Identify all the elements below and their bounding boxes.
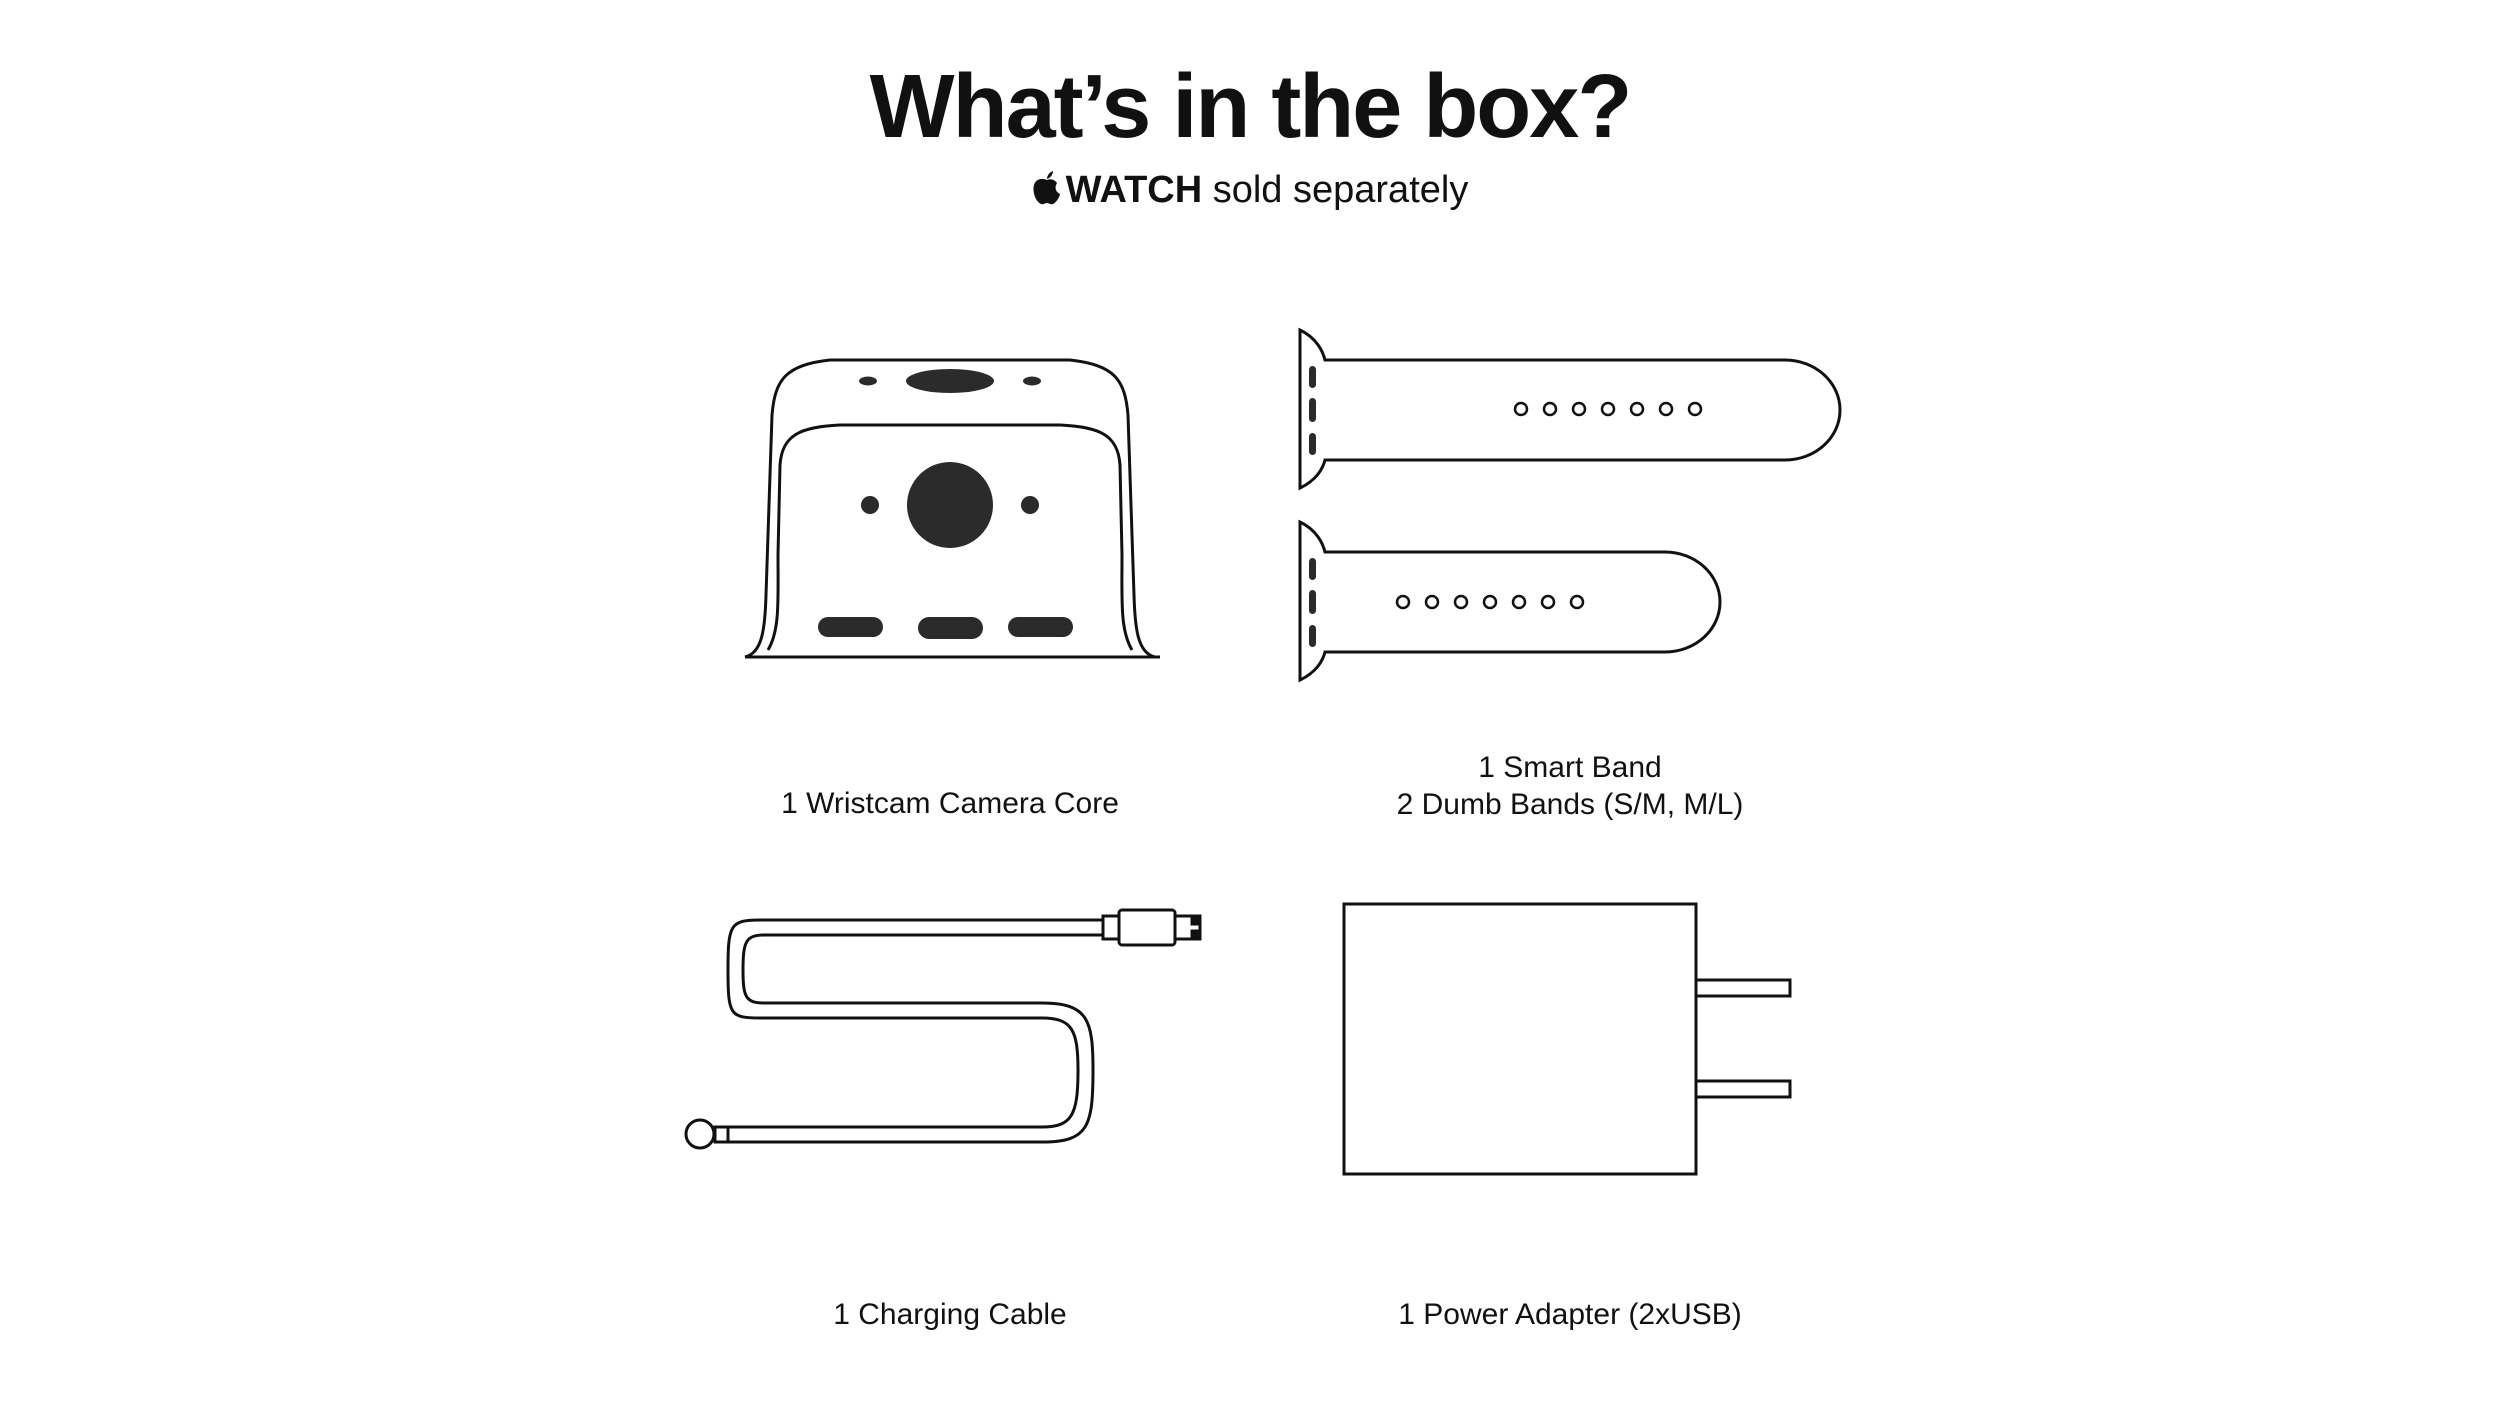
bands-caption-line1: 1 Smart Band [1478, 751, 1662, 784]
camera-core-caption: 1 Wristcam Camera Core [781, 787, 1119, 820]
bands-caption: 1 Smart Band 2 Dumb Bands (S/M, M/L) [1340, 749, 1800, 823]
bands-caption-line2: 2 Dumb Bands (S/M, M/L) [1396, 788, 1744, 821]
camera-core-icon [744, 358, 1160, 659]
adapter-caption: 1 Power Adapter (2xUSB) [1398, 1298, 1742, 1331]
watch-band-icon [1298, 327, 1842, 683]
cable-caption: 1 Charging Cable [833, 1298, 1067, 1331]
power-adapter-icon [1342, 902, 1792, 1176]
apple-logo-icon [1033, 171, 1060, 205]
subtitle-brand: WATCH [1065, 169, 1203, 211]
page-subtitle: WATCH sold separately [0, 165, 2500, 215]
subtitle-text: sold separately [1212, 169, 1469, 211]
page-title: What’s in the box? [869, 57, 1633, 157]
usb-cable-icon [684, 908, 1202, 1150]
